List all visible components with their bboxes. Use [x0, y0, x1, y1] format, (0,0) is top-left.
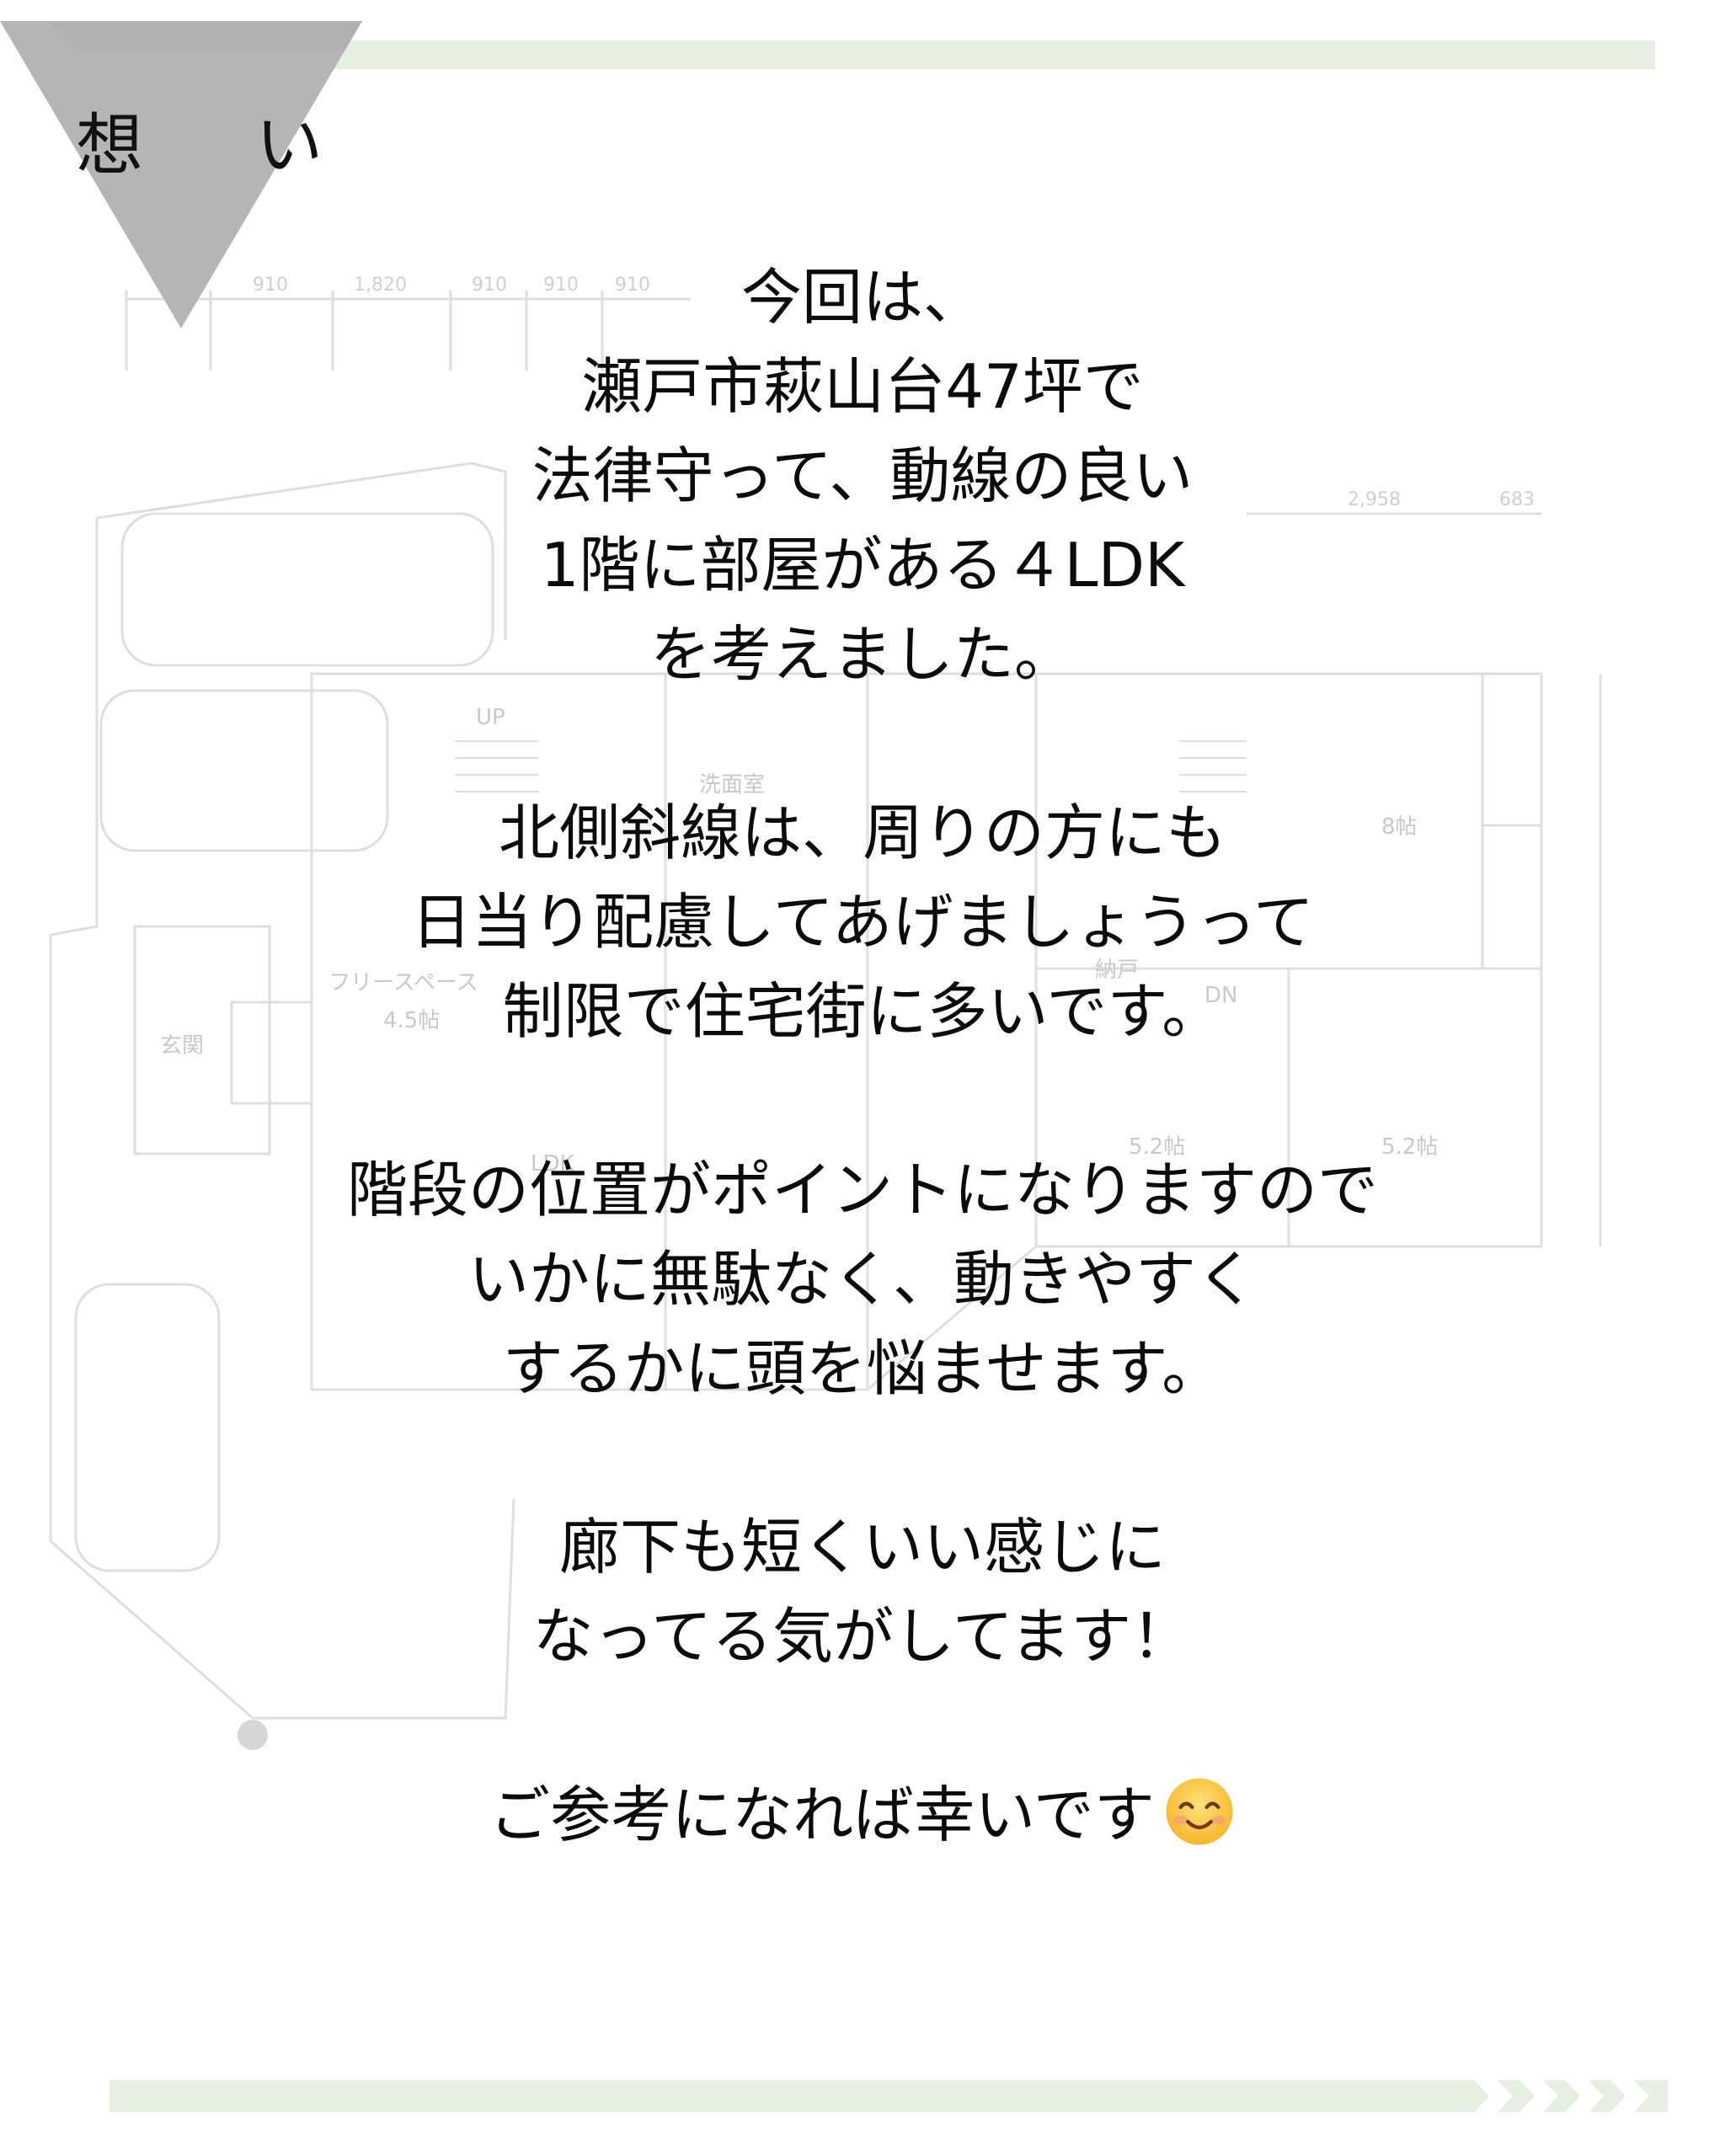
dim-top-3: 910 [472, 275, 507, 296]
plan-room-52a: 5.2帖 [1129, 1134, 1185, 1160]
closing-line: ご参考になれば幸いです [189, 1770, 1536, 1860]
plan-room-8: 8帖 [1381, 814, 1418, 840]
message-text: 今回は、 瀬戸市萩山台47坪で 法律守って、動線の良い 1階に部屋がある４LDK… [189, 253, 1536, 1860]
message-line: なってる気がしてます！ [532, 1601, 1193, 1672]
plan-senmenjo: 洗面室 [699, 772, 765, 798]
dim-top-4: 910 [543, 275, 579, 296]
message-line: 階段の位置がポイントになりますので [346, 1155, 1378, 1225]
plan-room-52b: 5.2帖 [1381, 1134, 1438, 1160]
message-line: 今回は、 [740, 262, 984, 333]
message-line: 廊下も短くいい感じに [558, 1512, 1166, 1582]
bottom-arrows-icon [1449, 2080, 1668, 2112]
corner-title: 想 い [76, 106, 369, 184]
dim-right-top-2: 683 [1499, 489, 1535, 510]
plan-free-space-size: 4.5帖 [383, 1008, 440, 1033]
plan-free-space: フリースペース [328, 970, 478, 995]
message-line: 瀬戸市萩山台47坪で [581, 351, 1144, 422]
message-line: いかに無駄なく、動きやすく [467, 1244, 1257, 1315]
dim-top-1: 910 [253, 275, 288, 296]
dim-top-2: 1,820 [354, 275, 407, 296]
message-line: 1階に部屋がある４LDK [540, 530, 1185, 600]
message-line: 制限で住宅街に多いです。 [502, 976, 1223, 1047]
plan-genkan: 玄関 [160, 1033, 204, 1059]
plan-dn-label: DN [1204, 983, 1237, 1008]
message-line: 日当り配慮してあげましょうって [410, 887, 1315, 958]
dim-right-top-1: 2,958 [1348, 489, 1401, 510]
corner-triangle [0, 21, 362, 328]
message-line: 法律守って、動線の良い [531, 440, 1194, 511]
closing-text: ご参考になれば幸いです [489, 1780, 1155, 1850]
message-line: を考えました。 [649, 619, 1075, 690]
message-line: 北側斜線は、周りの方にも [498, 798, 1226, 868]
smiling-face-icon [1166, 1778, 1233, 1845]
plan-nando: 納戸 [1095, 958, 1139, 983]
message-line: するかに頭を悩ませます。 [502, 1333, 1223, 1404]
dim-top-5: 910 [615, 275, 650, 296]
plan-ldk: LDK [531, 1151, 575, 1177]
bottom-decorative-bar [109, 2080, 1457, 2112]
plan-up-label: UP [476, 705, 505, 730]
